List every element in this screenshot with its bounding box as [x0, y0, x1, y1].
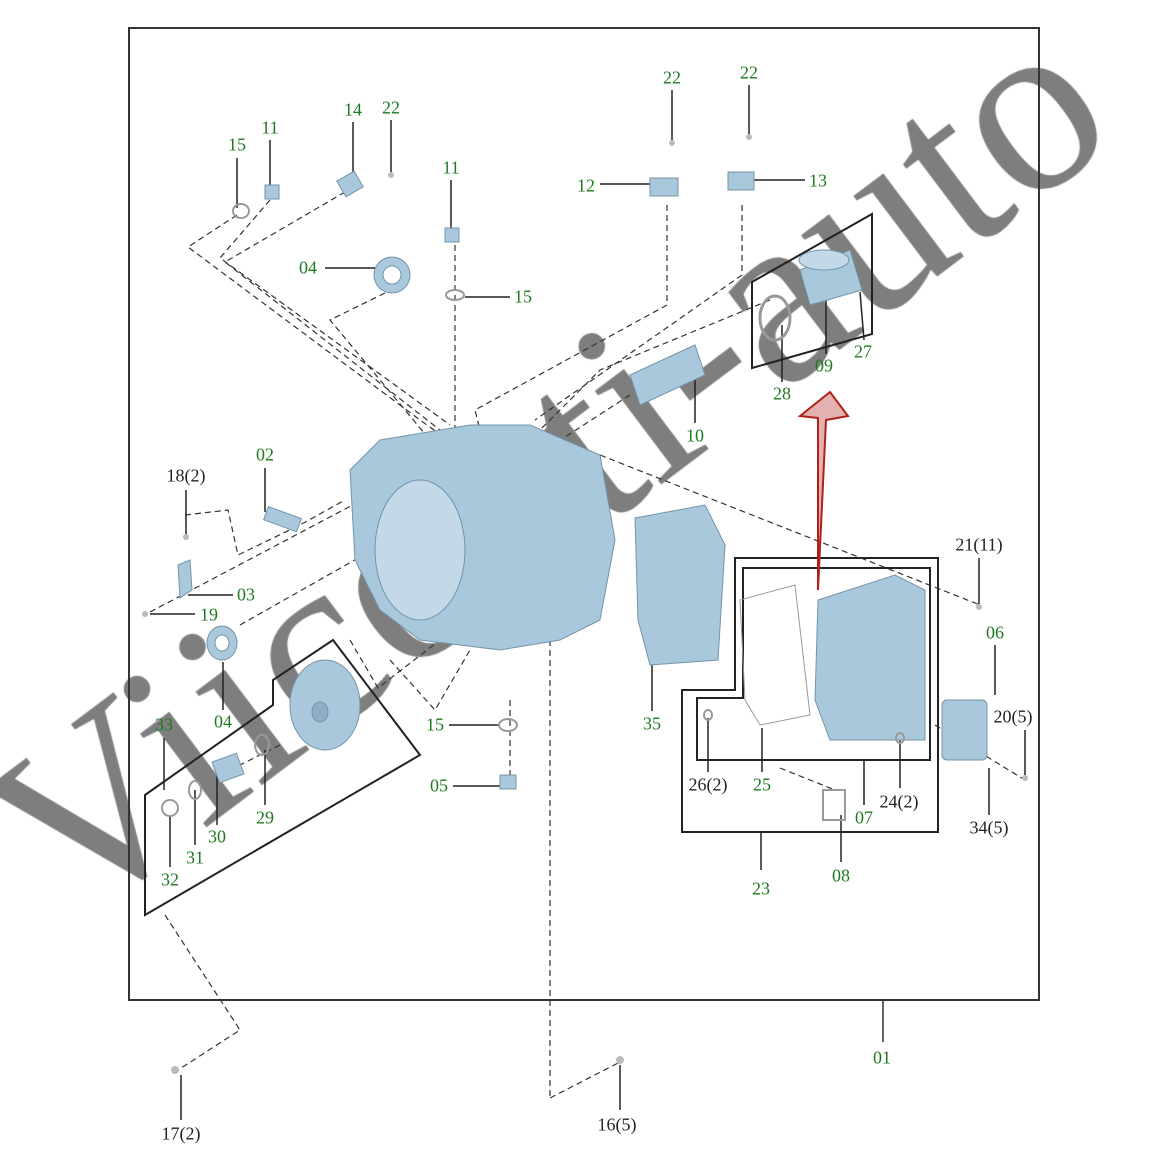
callout-label[interactable]: 22: [740, 62, 758, 83]
callout-label[interactable]: 16(5): [597, 1114, 637, 1135]
callout-label[interactable]: 18(2): [166, 465, 206, 486]
callout-label[interactable]: 14: [344, 99, 362, 120]
gasket: [739, 584, 811, 726]
callout-label[interactable]: 25: [753, 774, 771, 795]
mechatronic-cover: [814, 574, 926, 741]
callout-label[interactable]: 34(5): [969, 817, 1009, 838]
valve-body: [634, 504, 726, 666]
callout-label[interactable]: 13: [809, 170, 827, 191]
callout-label[interactable]: 15: [228, 134, 246, 155]
seal-ring: [758, 294, 792, 342]
assembly-frame: [128, 27, 1040, 1001]
clutch-kit-box: [144, 638, 422, 917]
callout-label[interactable]: 07: [855, 807, 873, 828]
callout-label[interactable]: 03: [237, 584, 255, 605]
callout-label[interactable]: 17(2): [161, 1123, 201, 1144]
callout-label[interactable]: 22: [663, 67, 681, 88]
callout-label[interactable]: 11: [442, 157, 460, 178]
callout-label[interactable]: 15: [426, 714, 444, 735]
red-arrow: [797, 390, 850, 591]
callout-label[interactable]: 26(2): [688, 774, 728, 795]
callout-label[interactable]: 15: [514, 286, 532, 307]
callout-label[interactable]: 32: [161, 869, 179, 890]
callout-label[interactable]: 08: [832, 865, 850, 886]
callout-label[interactable]: 30: [208, 826, 226, 847]
callout-label[interactable]: 23: [752, 878, 770, 899]
callout-label[interactable]: 04: [299, 257, 317, 278]
callout-label[interactable]: 33: [155, 714, 173, 735]
filter-element: [629, 344, 706, 406]
mechatronic-box: [681, 557, 939, 833]
callout-label[interactable]: 35: [643, 713, 661, 734]
callout-label[interactable]: 22: [382, 97, 400, 118]
callout-label[interactable]: 02: [256, 444, 274, 465]
callout-label[interactable]: 19: [200, 604, 218, 625]
callout-label[interactable]: 06: [986, 622, 1004, 643]
callout-label[interactable]: 27: [854, 341, 872, 362]
callout-label[interactable]: 21(11): [955, 534, 1003, 555]
filter-kit-box: [751, 212, 873, 370]
callout-label[interactable]: 12: [577, 175, 595, 196]
callout-label[interactable]: 05: [430, 775, 448, 796]
callout-label[interactable]: 01: [873, 1047, 891, 1068]
callout-label[interactable]: 28: [773, 383, 791, 404]
callout-label[interactable]: 04: [214, 711, 232, 732]
callout-label[interactable]: 10: [686, 425, 704, 446]
oil-cooler: [941, 699, 988, 761]
callout-label[interactable]: 11: [261, 117, 279, 138]
callout-label[interactable]: 31: [186, 847, 204, 868]
callout-label[interactable]: 09: [815, 355, 833, 376]
callout-label[interactable]: 20(5): [993, 706, 1033, 727]
callout-label[interactable]: 29: [256, 807, 274, 828]
callout-label[interactable]: 24(2): [879, 791, 919, 812]
